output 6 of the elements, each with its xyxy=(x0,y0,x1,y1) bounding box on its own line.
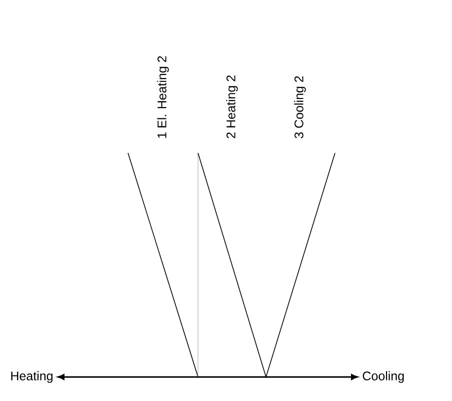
double-arrow xyxy=(58,374,358,380)
curve-label: 2 Heating 2 xyxy=(226,76,238,138)
curve-label: 1 El. Heating 2 xyxy=(157,56,169,138)
axis-end-label: Heating xyxy=(11,371,52,383)
axis-end-label: Cooling xyxy=(362,371,404,383)
curve-label: 3 Cooling 2 xyxy=(294,76,306,138)
